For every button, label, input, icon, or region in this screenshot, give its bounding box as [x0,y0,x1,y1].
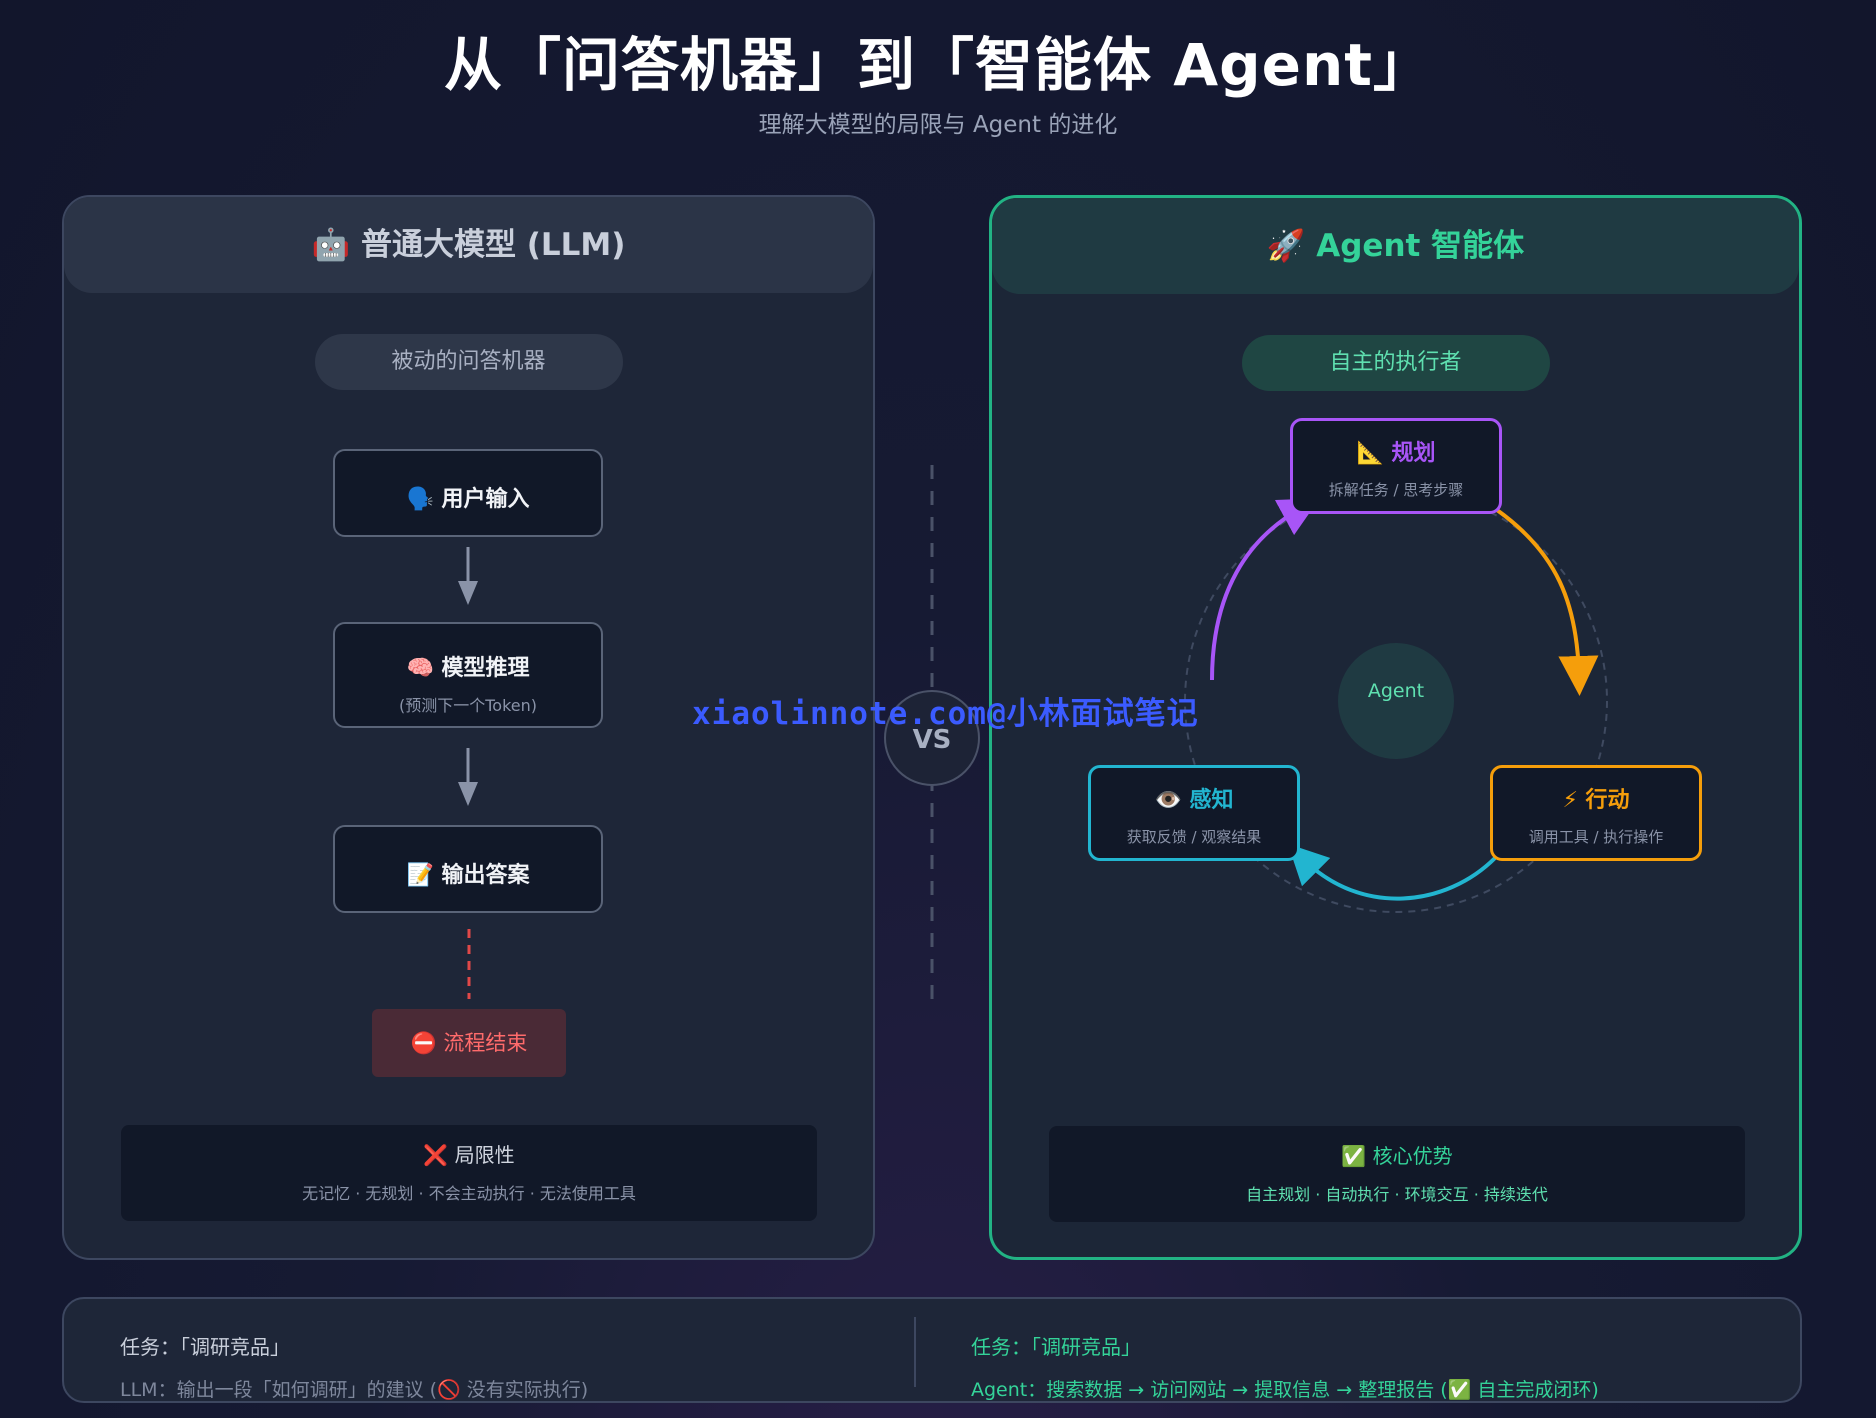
agent-core [1338,643,1454,759]
page-title: 从「问答机器」到「智能体 Agent」 [444,31,1432,99]
llm-panel: 🤖 普通大模型 (LLM) 被动的问答机器 🗣️ 用户输入 🧠 模型推理 (预测… [62,195,875,1260]
cycle-act-label: ⚡ 行动 [1562,788,1630,813]
llm-panel-title: 🤖 普通大模型 (LLM) [64,197,873,293]
agent-panel-title: 🚀 Agent 智能体 [992,198,1799,294]
flow-end: ⛔ 流程结束 [372,1009,566,1077]
comparison-right-result: Agent：搜索数据 → 访问网站 → 提取信息 → 整理报告 (✅ 自主完成闭… [971,1379,1599,1401]
flow-step-label: 📝 输出答案 [406,863,530,888]
cycle-plan: 📐 规划 拆解任务 / 思考步骤 [1290,418,1502,514]
arrow-act-to-perceive [1287,843,1497,901]
flow-step-label: 🗣️ 用户输入 [406,487,530,512]
flow-step-output: 📝 输出答案 [333,825,603,913]
advantages-text: 自主规划 · 自动执行 · 环境交互 · 持续迭代 [1246,1185,1548,1204]
advantages-title: ✅ 核心优势 [1341,1144,1453,1168]
arrow-plan-to-act [1495,508,1599,696]
cycle-plan-sub: 拆解任务 / 思考步骤 [1328,481,1464,499]
comparison-left-task: 任务：「调研竞品」 [120,1335,290,1359]
comparison-bar: 任务：「调研竞品」 LLM：输出一段「如何调研」的建议 (🚫 没有实际执行) 任… [62,1297,1802,1403]
comparison-right-task: 任务：「调研竞品」 [971,1335,1141,1359]
watermark: xiaolinnote.com@小林面试笔记 [692,696,1199,732]
vs-badge: VS [884,690,980,786]
arrow-perceive-to-plan [1210,498,1320,681]
limitations-title: ❌ 局限性 [423,1143,515,1167]
cycle-act-sub: 调用工具 / 执行操作 [1528,828,1664,846]
advantages-box: ✅ 核心优势 自主规划 · 自动执行 · 环境交互 · 持续迭代 [1049,1126,1745,1222]
flow-step-input: 🗣️ 用户输入 [333,449,603,537]
cycle-act: ⚡ 行动 调用工具 / 执行操作 [1490,765,1702,861]
arrow-down-icon [458,547,478,605]
flow-step-inference: 🧠 模型推理 (预测下一个Token) [333,622,603,728]
comparison-left-result: LLM：输出一段「如何调研」的建议 (🚫 没有实际执行) [120,1379,589,1401]
dashed-connector [467,929,471,999]
comparison-divider [914,1317,916,1387]
limitations-box: ❌ 局限性 无记忆 · 无规划 · 不会主动执行 · 无法使用工具 [121,1125,817,1221]
limitations-text: 无记忆 · 无规划 · 不会主动执行 · 无法使用工具 [302,1184,636,1203]
llm-tag: 被动的问答机器 [314,334,623,390]
flow-step-sub: (预测下一个Token) [398,696,537,715]
cycle-perceive-sub: 获取反馈 / 观察结果 [1126,828,1262,846]
agent-panel: 🚀 Agent 智能体 自主的执行者 Agent 📐 规划 拆解任务 / 思考步… [989,195,1802,1260]
arrow-down-icon [458,748,478,806]
agent-tag: 自主的执行者 [1241,335,1550,391]
cycle-perceive: 👁️ 感知 获取反馈 / 观察结果 [1088,765,1300,861]
agent-core-label: Agent [1367,680,1425,702]
cycle-perceive-label: 👁️ 感知 [1154,788,1234,813]
page-subtitle: 理解大模型的局限与 Agent 的进化 [758,112,1118,138]
flow-step-label: 🧠 模型推理 [406,656,530,681]
cycle-plan-label: 📐 规划 [1356,441,1436,466]
